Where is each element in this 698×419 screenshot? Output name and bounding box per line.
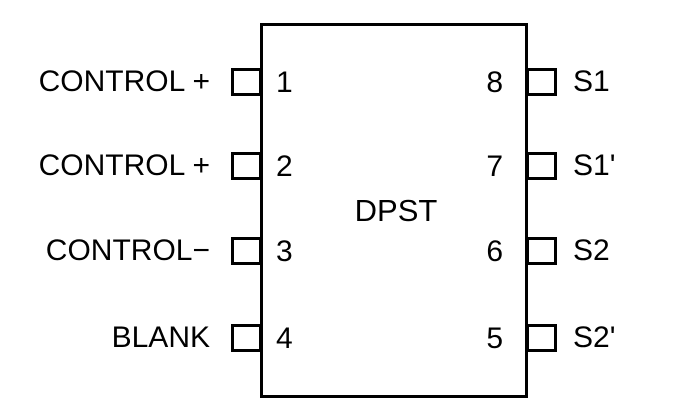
pin-box-right-8 [526,68,557,96]
pin-number-right-8: 8 [486,66,503,99]
pin-label-left-2: CONTROL + [39,149,210,182]
pin-label-right-6: S2 [573,234,610,267]
pin-number-right-5: 5 [486,322,503,355]
pin-box-left-4 [231,324,262,352]
pin-box-left-3 [231,237,262,265]
pin-box-left-2 [231,152,262,180]
pin-label-right-5: S2' [573,321,615,354]
pin-label-right-7: S1' [573,149,615,182]
pin-number-left-1: 1 [276,66,293,99]
pin-number-right-7: 7 [486,150,503,183]
pin-number-left-4: 4 [276,322,293,355]
part-type-label: DPST [355,193,438,228]
pin-number-left-2: 2 [276,150,293,183]
pin-box-right-5 [526,324,557,352]
pin-box-right-6 [526,237,557,265]
pin-box-right-7 [526,152,557,180]
package-body-outline [260,23,528,398]
pin-box-left-1 [231,68,262,96]
pin-number-left-3: 3 [276,235,293,268]
pin-label-left-3: CONTROL− [46,234,210,267]
pin-label-left-1: CONTROL + [39,65,210,98]
pin-label-left-4: BLANK [112,321,210,354]
pin-label-right-8: S1 [573,65,610,98]
pin-number-right-6: 6 [486,235,503,268]
